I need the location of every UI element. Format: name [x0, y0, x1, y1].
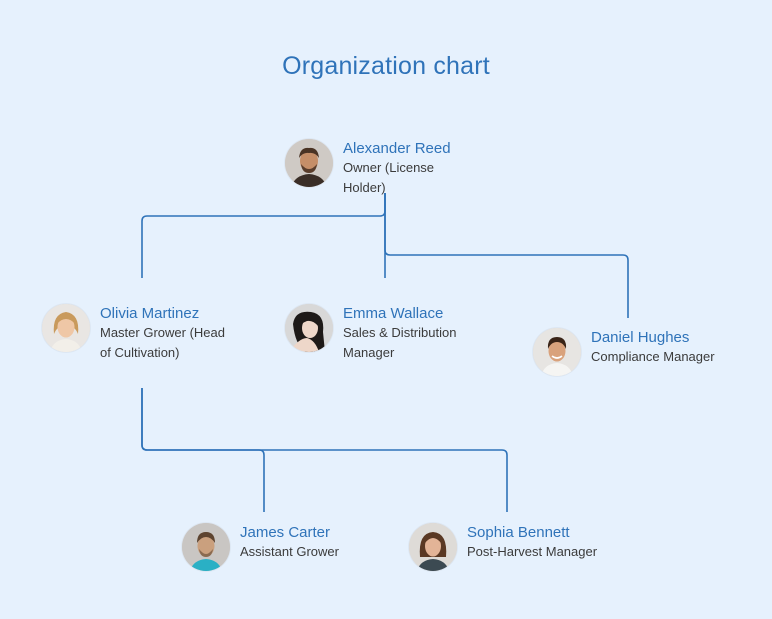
person-name: Emma Wallace [343, 305, 444, 322]
org-node-alexander-reed[interactable]: Alexander Reed Owner (License Holder) [285, 139, 451, 198]
avatar [285, 304, 333, 352]
person-role: Post-Harvest Manager [467, 544, 598, 559]
connector-alexander-daniel [384, 193, 629, 318]
person-name: Daniel Hughes [591, 329, 690, 346]
avatar [182, 523, 230, 571]
avatar [533, 328, 581, 376]
portrait-photo-icon [42, 304, 90, 352]
portrait-photo-icon [533, 328, 581, 376]
person-role: Master Grower (Head [100, 325, 225, 340]
person-role: Sales & Distribution [343, 325, 457, 340]
person-name: Alexander Reed [343, 140, 451, 157]
person-name: Olivia Martinez [100, 305, 200, 322]
person-name: Sophia Bennett [467, 524, 570, 541]
person-name: James Carter [240, 524, 331, 541]
portrait-photo-icon [285, 304, 333, 352]
avatar [409, 523, 457, 571]
person-role: Compliance Manager [591, 349, 715, 364]
portrait-photo-icon [182, 523, 230, 571]
org-node-olivia-martinez[interactable]: Olivia Martinez Master Grower (Head of C… [42, 304, 225, 363]
connector-olivia-sophia [141, 388, 508, 512]
portrait-photo-icon [409, 523, 457, 571]
avatar [42, 304, 90, 352]
connector-alexander-olivia [141, 193, 386, 278]
person-role: of Cultivation) [100, 345, 180, 360]
org-node-james-carter[interactable]: James Carter Assistant Grower [182, 523, 339, 571]
person-role: Holder) [343, 180, 386, 195]
org-node-emma-wallace[interactable]: Emma Wallace Sales & Distribution Manage… [285, 304, 456, 363]
person-role: Manager [343, 345, 395, 360]
org-node-daniel-hughes[interactable]: Daniel Hughes Compliance Manager [533, 328, 715, 376]
chart-title: Organization chart [282, 52, 490, 80]
person-role: Owner (License [343, 160, 435, 175]
org-node-sophia-bennett[interactable]: Sophia Bennett Post-Harvest Manager [409, 523, 597, 571]
portrait-photo-icon [285, 139, 333, 187]
avatar [285, 139, 333, 187]
person-role: Assistant Grower [240, 544, 339, 559]
